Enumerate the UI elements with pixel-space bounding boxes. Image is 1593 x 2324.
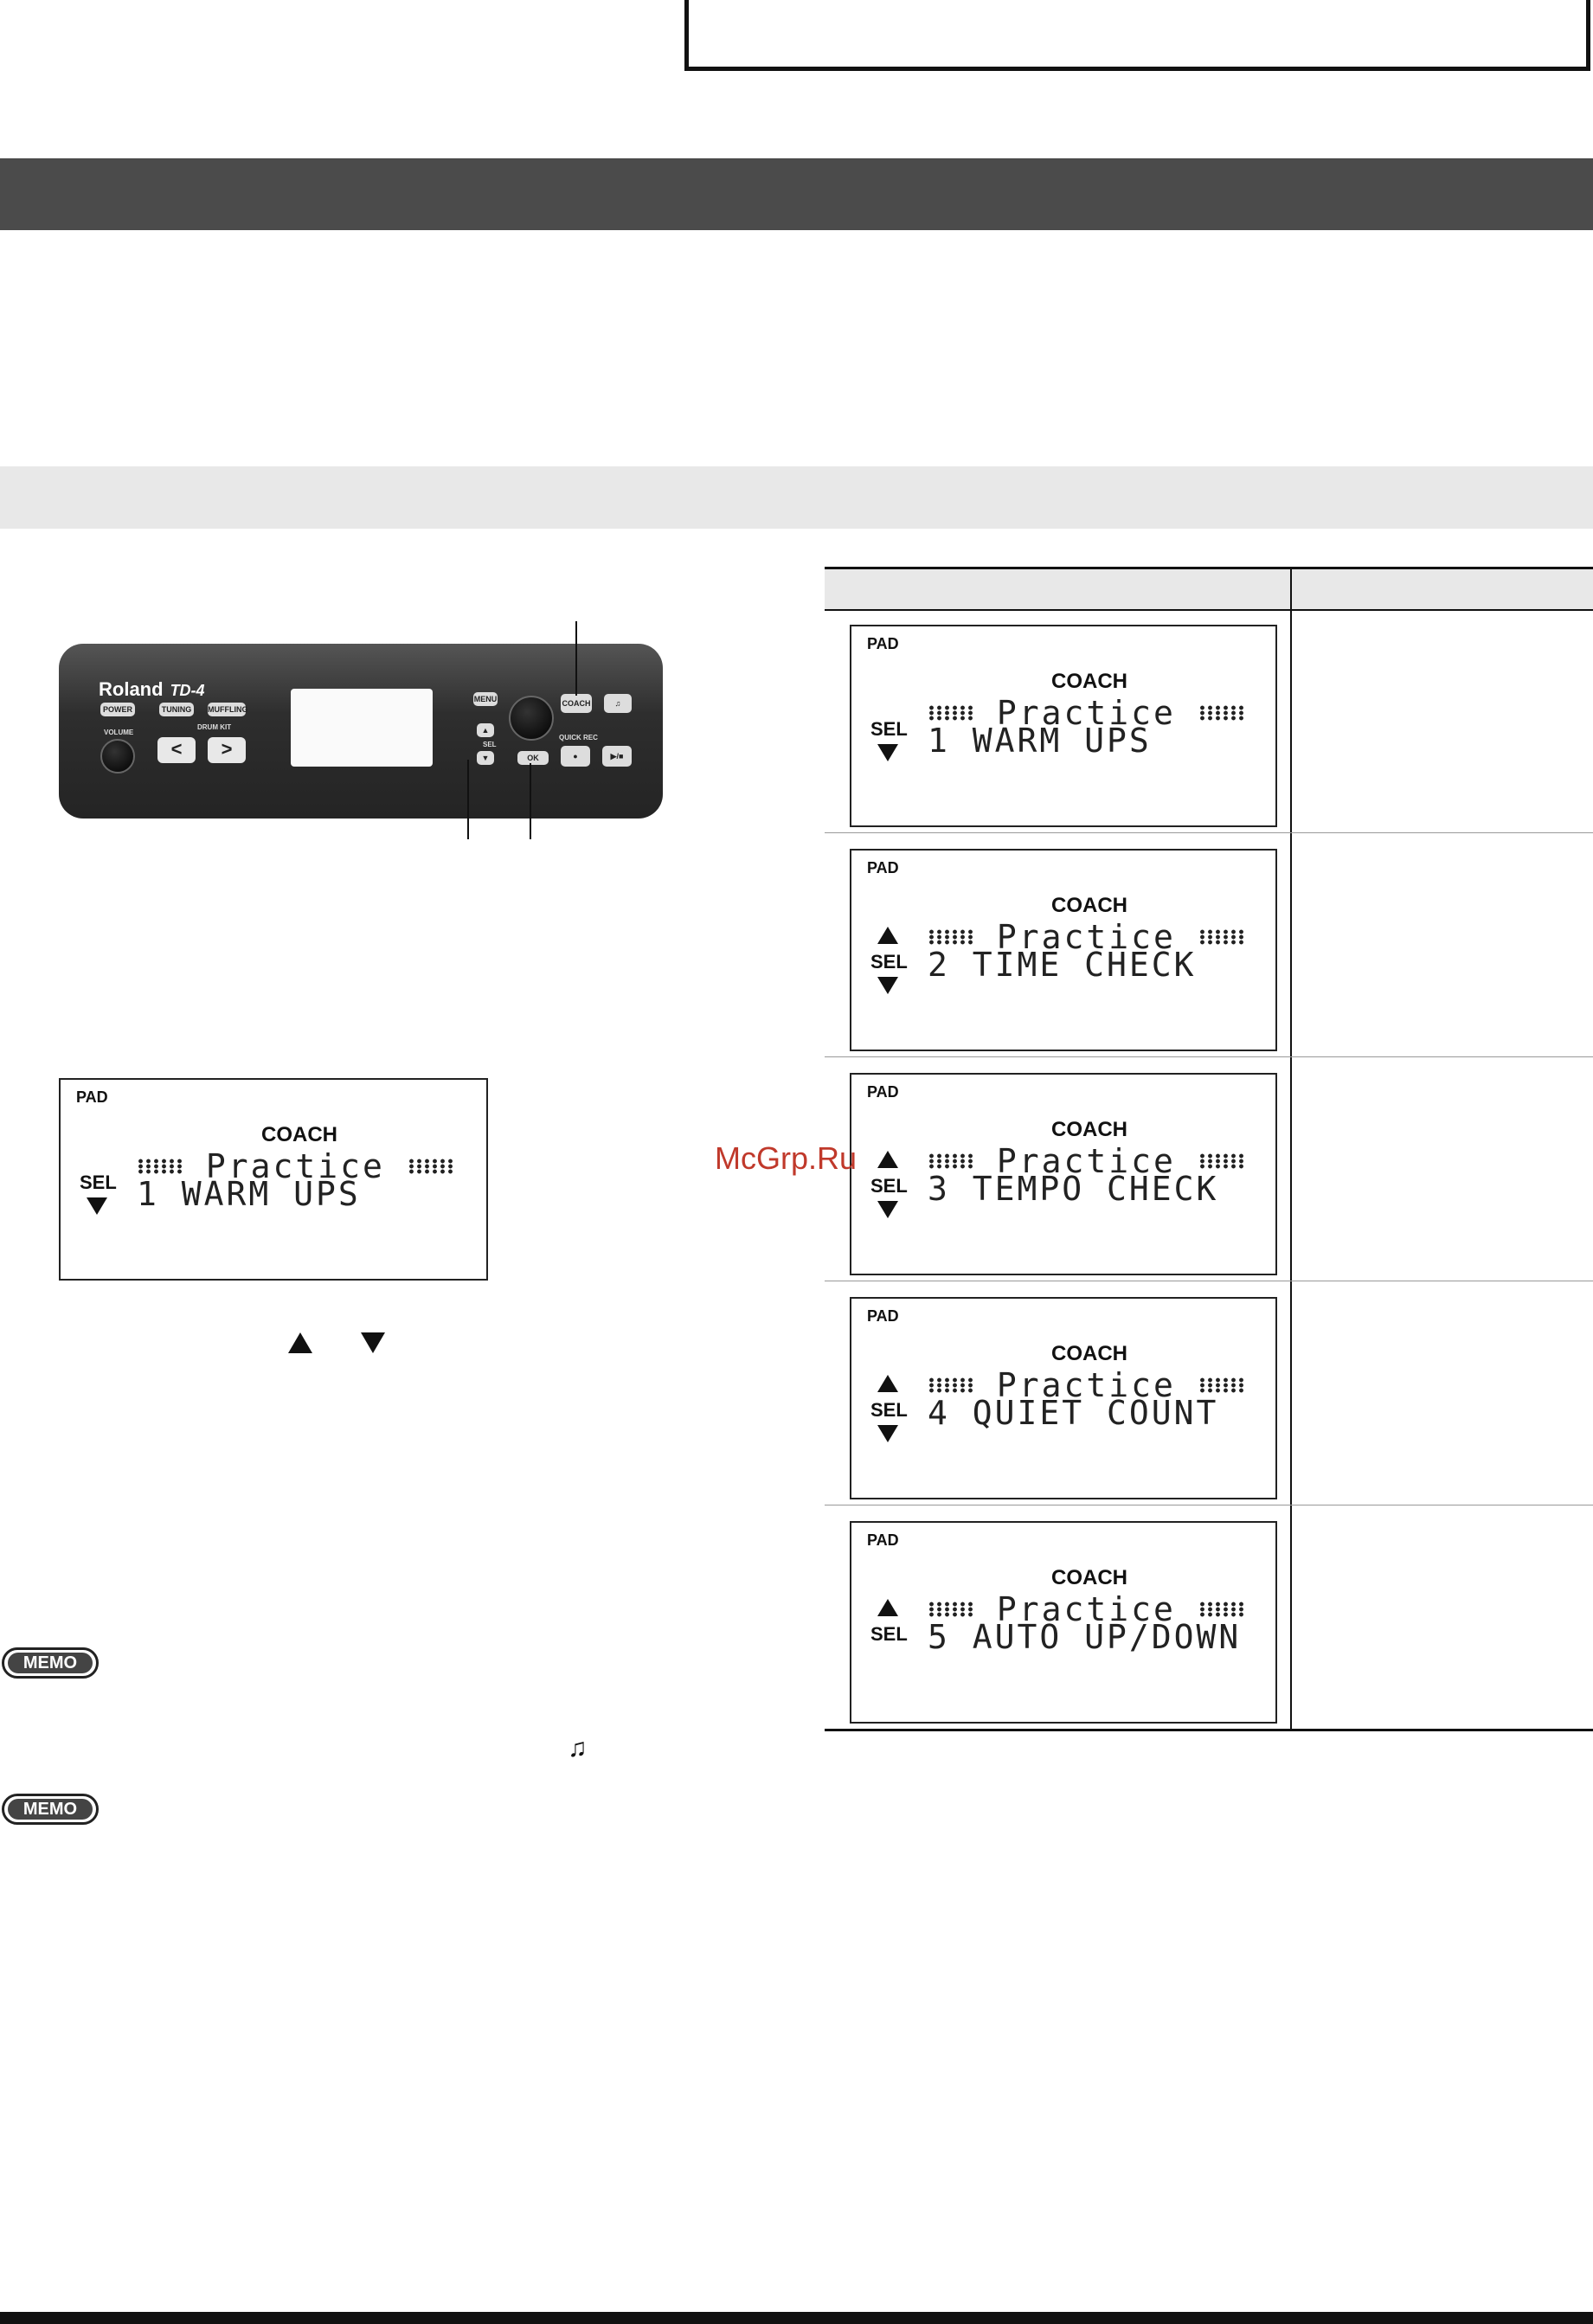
kit-prev-button[interactable]: < [157,737,196,763]
pad-indicator: PAD [867,1531,899,1549]
drum-kit-label: DRUM KIT [197,723,232,731]
lcd-line1: Practice [137,1147,454,1185]
sel-label: SEL [870,718,908,740]
lcd-line2: 3 TEMPO CHECK [928,1170,1219,1208]
muffling-button[interactable]: MUFFLING [208,703,248,716]
sel-label: SEL [483,741,497,748]
sel-label: SEL [870,1175,908,1197]
lcd-line2: 1 WARM UPS [137,1175,361,1213]
sel-label: SEL [80,1172,117,1193]
volume-label: VOLUME [104,729,134,736]
lcd-line2: 4 QUIET COUNT [928,1394,1219,1432]
volume-knob[interactable] [100,739,135,774]
sel-label: SEL [870,951,908,973]
sel-up-button[interactable]: ▲ [477,723,494,737]
table-header-rule [825,609,1593,611]
subsection-bar [0,466,1593,529]
bottom-bar [0,2312,1593,2324]
sel-up-arrow-icon [877,1599,898,1616]
value-dial[interactable] [509,696,554,741]
memo-icon: MEMO [2,1794,99,1825]
main-lcd-screen: PAD COACH SEL Practice 1 WARM UPS [59,1078,488,1281]
dots-icon [137,1159,183,1174]
play-stop-button[interactable]: ▶/■ [602,746,632,767]
dots-icon [928,929,974,945]
table-lcd-screen: PAD COACH SEL Practice 2 TIME CHECK [850,849,1277,1051]
table-header [825,569,1593,609]
sel-down-arrow-icon [877,744,898,761]
sel-up-arrow-icon [877,1375,898,1392]
coach-callout-line [575,621,577,696]
dots-icon [1198,705,1245,721]
dots-icon [1198,1153,1245,1169]
table-lcd-screen: PAD COACH SEL Practice 4 QUIET COUNT [850,1297,1277,1499]
metronome-icon: ♫ [568,1734,588,1762]
dots-icon [407,1159,454,1174]
dots-icon [1198,1377,1245,1393]
sel-down-arrow-icon [877,1201,898,1218]
sel-down-arrow-icon [87,1197,107,1215]
pad-indicator: PAD [867,859,899,876]
memo-icon: MEMO [2,1647,99,1679]
coach-indicator: COACH [1051,1342,1127,1365]
watermark: McGrp.Ru [715,1140,858,1176]
dots-icon [928,1602,974,1617]
menu-button[interactable]: MENU [473,692,498,706]
record-button[interactable]: ● [561,746,590,767]
coach-button[interactable]: COACH [561,694,592,713]
table-top-rule [825,567,1593,569]
sel-down-arrow-icon [877,1425,898,1442]
coach-indicator: COACH [261,1123,337,1146]
lcd-line2: 5 AUTO UP/DOWN [928,1618,1242,1656]
lcd-line1: Practice [928,1590,1245,1628]
pad-indicator: PAD [867,635,899,652]
lcd-line2: 1 WARM UPS [928,722,1152,760]
lcd-line1: Practice [928,694,1245,732]
lcd-line1: Practice [928,918,1245,956]
sel-up-arrow-icon [877,927,898,944]
pad-indicator: PAD [867,1083,899,1101]
dots-icon [928,1377,974,1393]
dots-icon [928,1153,974,1169]
table-lcd-screen: PAD COACH SEL Practice 1 WARM UPS [850,625,1277,827]
ok-button[interactable]: OK [517,751,549,765]
device-display [291,689,433,767]
table-bottom-rule [825,1729,1593,1731]
power-button[interactable]: POWER [100,703,135,716]
tuning-button[interactable]: TUNING [159,703,194,716]
pad-indicator: PAD [76,1088,108,1106]
coach-indicator: COACH [1051,894,1127,917]
up-arrow-icon [288,1332,312,1353]
coach-indicator: COACH [1051,1566,1127,1589]
dots-icon [928,705,974,721]
quick-rec-label: QUICK REC [559,734,598,741]
metronome-button[interactable]: ♫ [604,694,632,713]
sel-down-arrow-icon [877,977,898,994]
lcd-line1: Practice [928,1142,1245,1180]
lcd-line1: Practice [928,1366,1245,1404]
table-row-divider [825,832,1593,833]
coach-indicator: COACH [1051,670,1127,693]
section-title-bar [0,158,1593,230]
ok-callout-line [530,763,531,839]
coach-indicator: COACH [1051,1118,1127,1141]
sel-up-arrow-icon [877,1151,898,1168]
table-lcd-screen: PAD COACH SEL Practice 5 AUTO UP/DOWN [850,1521,1277,1724]
kit-next-button[interactable]: > [208,737,246,763]
pad-indicator: PAD [867,1307,899,1325]
sel-down-button[interactable]: ▼ [477,751,494,765]
sel-label: SEL [870,1623,908,1645]
sel-callout-line [467,760,469,839]
sel-label: SEL [870,1399,908,1421]
down-arrow-icon [361,1332,385,1353]
table-column-divider [1290,567,1292,1730]
header-box [684,0,1590,71]
table-lcd-screen: PAD COACH SEL Practice 3 TEMPO CHECK [850,1073,1277,1275]
dots-icon [1198,929,1245,945]
table-row-divider [825,1056,1593,1057]
lcd-line2: 2 TIME CHECK [928,946,1197,984]
dots-icon [1198,1602,1245,1617]
